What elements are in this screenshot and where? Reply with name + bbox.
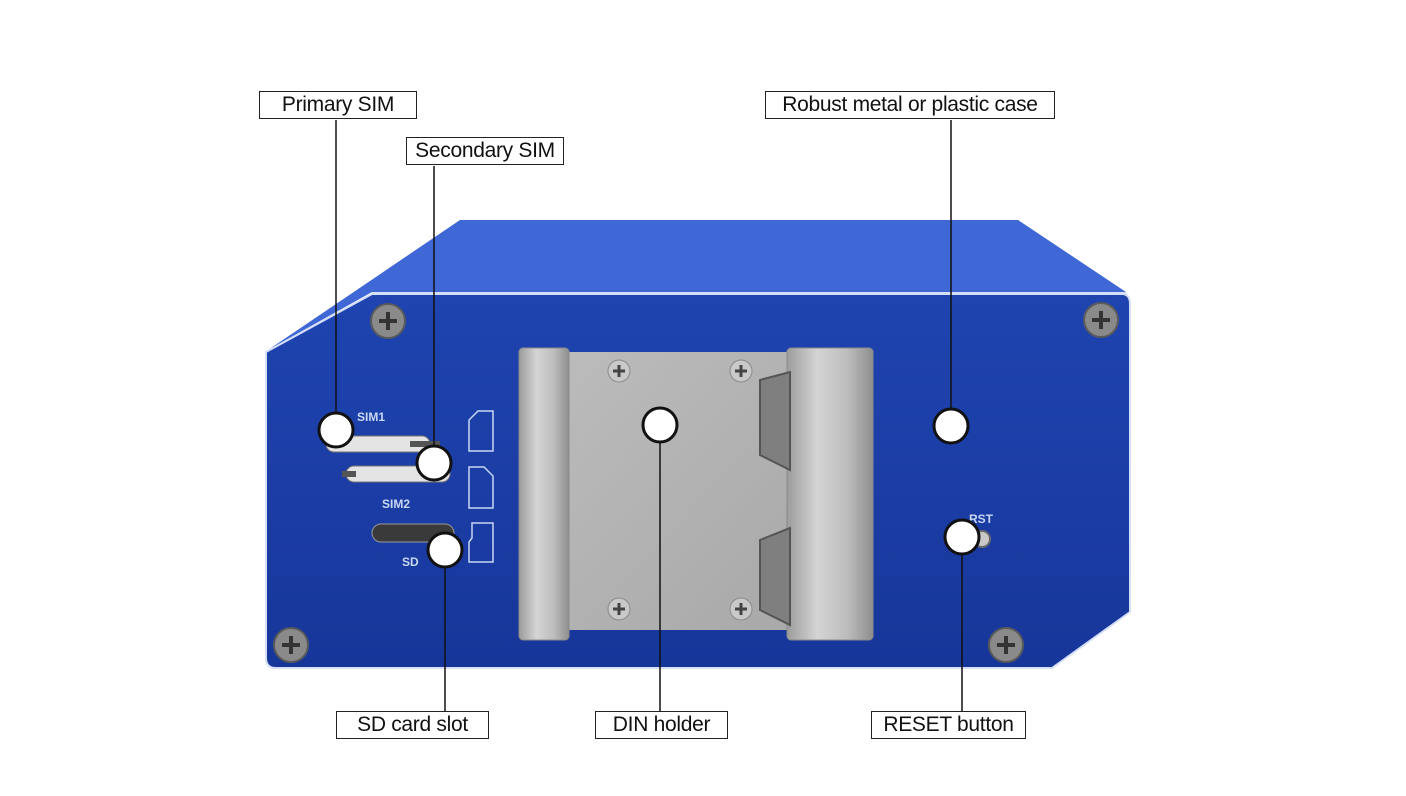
- sim1-slot: [325, 435, 440, 453]
- sim1-label: SIM1: [357, 410, 385, 424]
- callout-markers: [317, 406, 981, 569]
- screw-icon: [1083, 302, 1119, 338]
- screw-icon: [370, 303, 406, 339]
- callout-reset-button: RESET button: [871, 711, 1026, 739]
- callout-din-holder: DIN holder: [595, 711, 728, 739]
- screw-icon: [607, 597, 631, 621]
- callout-case: Robust metal or plastic case: [765, 91, 1055, 119]
- marker-dot: [943, 518, 981, 556]
- rst-label: RST: [969, 512, 994, 526]
- callout-primary-sim: Primary SIM: [259, 91, 417, 119]
- din-holder: [518, 347, 874, 641]
- case-top: [268, 220, 1126, 350]
- screw-icon: [988, 627, 1024, 663]
- callout-leaders: [335, 120, 963, 711]
- screw-icon: [729, 359, 753, 383]
- sd-label: SD: [402, 555, 419, 569]
- sim2-label: SIM2: [382, 497, 410, 511]
- callout-secondary-sim: Secondary SIM: [406, 137, 564, 165]
- marker-dot: [641, 406, 679, 444]
- marker-dot: [415, 444, 453, 482]
- sim-card-icon: [468, 410, 494, 452]
- callout-sd-card-slot: SD card slot: [336, 711, 489, 739]
- screw-icon: [607, 359, 631, 383]
- sd-card-icon: [468, 522, 494, 563]
- sim-card-icon: [468, 466, 494, 509]
- screw-icon: [273, 627, 309, 663]
- screw-icon: [729, 597, 753, 621]
- marker-dot: [317, 411, 355, 449]
- marker-dot: [932, 407, 970, 445]
- marker-dot: [426, 531, 464, 569]
